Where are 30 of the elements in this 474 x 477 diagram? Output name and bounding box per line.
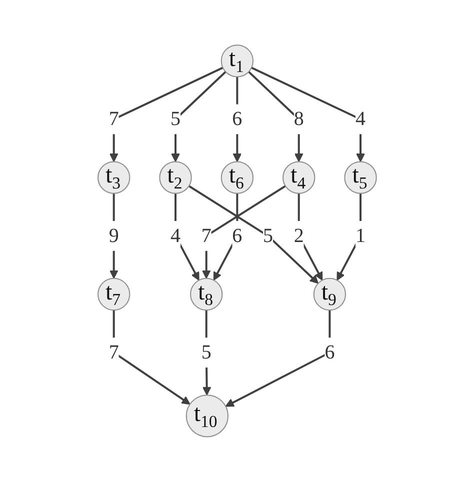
edge-label: 1 bbox=[355, 224, 366, 247]
edge-label: 2 bbox=[294, 224, 304, 247]
node-circle: t$_{3}$ bbox=[97, 160, 130, 194]
edge-label: 4 bbox=[355, 108, 366, 130]
node-circle: t$_{6}$ bbox=[220, 160, 254, 194]
edge-label: 4 bbox=[170, 224, 180, 247]
edge-label: 5 bbox=[170, 108, 180, 130]
edge-label: 6 bbox=[232, 108, 242, 130]
edge-label: 5 bbox=[201, 341, 212, 364]
node-circle: t$_{7}$ bbox=[97, 278, 130, 310]
node-circle: t$_{2}$ bbox=[158, 160, 192, 194]
arrow bbox=[109, 66, 224, 162]
edge-label: 6 bbox=[324, 341, 334, 364]
edge-label: 8 bbox=[294, 108, 304, 130]
edge-label: 9 bbox=[108, 224, 119, 247]
edge-label: 7 bbox=[108, 341, 119, 364]
node-circle: t$_{5}$ bbox=[344, 160, 377, 194]
edge-label: 5 bbox=[262, 224, 273, 247]
node-circle: t$_{8}$ bbox=[190, 278, 222, 310]
node-circle: t$_{9}$ bbox=[313, 278, 346, 310]
edge-label: 7 bbox=[201, 224, 212, 247]
edge-label: 7 bbox=[108, 108, 119, 130]
arrow bbox=[250, 66, 365, 162]
arrow bbox=[225, 310, 330, 406]
arrow bbox=[188, 184, 318, 284]
edge-label: 6 bbox=[232, 224, 242, 247]
node-circle: t$_{1}$ bbox=[220, 44, 254, 77]
arrow bbox=[202, 184, 286, 278]
node-circle: t$_{10}$ bbox=[186, 394, 228, 437]
node-circle: t$_{4}$ bbox=[282, 160, 315, 194]
